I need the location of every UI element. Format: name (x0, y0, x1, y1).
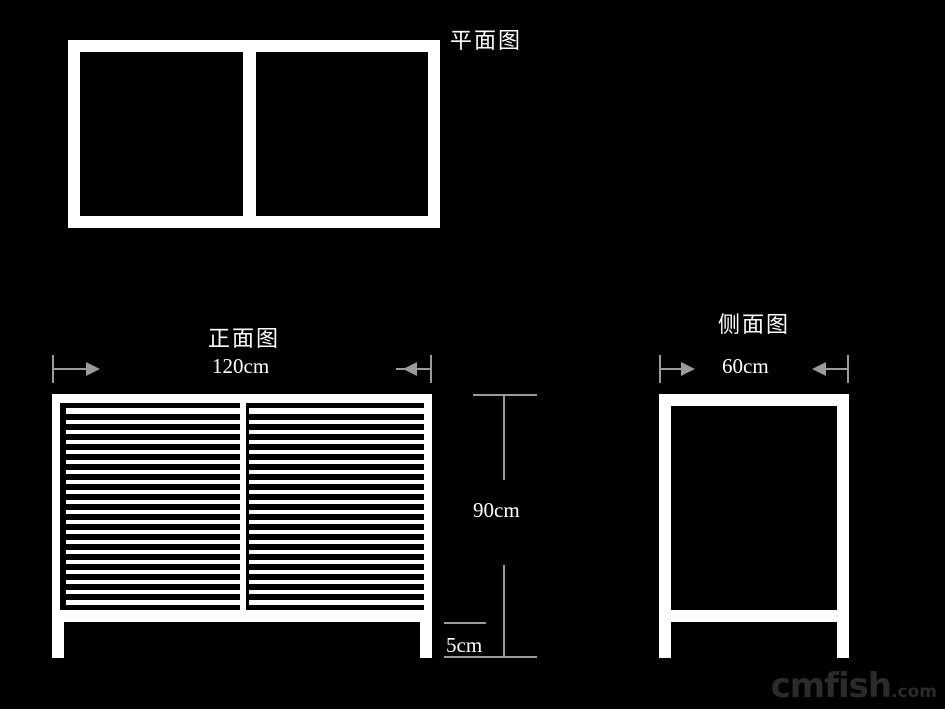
depth-dim-arrow-right (812, 362, 826, 376)
depth-dim-arrow-left (681, 362, 695, 376)
front-view-height-label: 90cm (473, 498, 520, 522)
width-dim-line-left (52, 368, 88, 370)
depth-dim-line-right (825, 368, 849, 370)
front-view-leg-right (420, 622, 432, 658)
side-view-leg-right (837, 622, 849, 658)
leg-dim-tick-top (444, 622, 486, 624)
plan-view-panel-left (80, 52, 243, 216)
front-view-title: 正面图 (208, 326, 281, 351)
depth-dim-line-left (659, 368, 683, 370)
front-view-door-right[interactable] (249, 408, 424, 605)
height-dim-tick-bottom (473, 656, 537, 658)
height-dim-tick-top (473, 394, 537, 396)
front-view-drawing (52, 394, 432, 658)
plan-view-panel-right (256, 52, 428, 216)
front-view-under-void (64, 622, 420, 658)
side-view-leg-left (659, 622, 671, 658)
front-view-center-stile (240, 403, 246, 610)
side-view-interior (671, 406, 837, 610)
height-dim-line-upper (503, 394, 505, 480)
front-view-leg-left (52, 622, 64, 658)
width-dim-arrow-left (86, 362, 100, 376)
site-watermark: cmfish.com (771, 669, 937, 703)
side-view-depth-label: 60cm (722, 354, 769, 378)
side-view-title: 侧面图 (718, 312, 791, 337)
width-dim-arrow-right (403, 362, 417, 376)
front-view-leg-label: 5cm (446, 633, 483, 657)
side-view-under-void (671, 622, 837, 658)
watermark-brand: cmfish (770, 666, 892, 706)
height-dim-line-lower (503, 565, 505, 658)
watermark-tld: .com (891, 682, 937, 702)
plan-view-drawing (68, 40, 440, 228)
front-view-center-gap (246, 403, 249, 610)
front-view-width-label: 120cm (212, 354, 270, 378)
side-view-drawing (659, 394, 849, 658)
leg-dim-tick-bottom (444, 656, 486, 658)
front-view-door-left[interactable] (66, 408, 240, 605)
plan-view-title: 平面图 (450, 28, 523, 53)
